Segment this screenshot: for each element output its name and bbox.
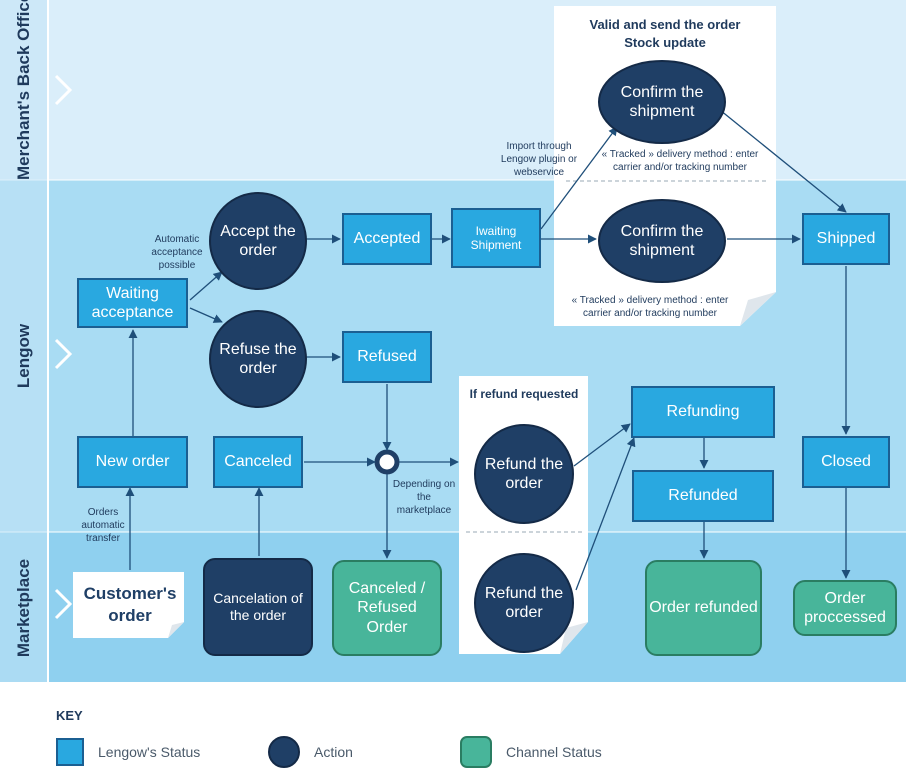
- status-new-order[interactable]: New order: [77, 436, 188, 488]
- note-auto-acceptance: Automatic acceptance possible: [151, 234, 203, 271]
- note-refund-requested: If refund requested: [469, 387, 579, 401]
- action-accept-order[interactable]: Accept the order: [209, 192, 307, 290]
- status-refused[interactable]: Refused: [342, 331, 432, 383]
- key-action-label: Action: [314, 744, 353, 760]
- lane-label-back-office: Merchant's Back Office: [14, 0, 33, 180]
- action-cancelation-of-order[interactable]: Cancelation of the order: [203, 558, 313, 656]
- paper-customer-order: [73, 572, 184, 638]
- note-orders-auto-transfer: Orders automatic transfer: [81, 507, 125, 544]
- action-confirm-shipment-mid[interactable]: Confirm the shipment: [598, 199, 726, 283]
- arrow-refund-top-to-refunding: [573, 423, 631, 467]
- key-channel-label: Channel Status: [506, 744, 602, 760]
- arrow-waiting-to-confirm-top: [540, 126, 618, 230]
- status-shipped[interactable]: Shipped: [802, 213, 890, 265]
- action-refund-order-top[interactable]: Refund the order: [474, 424, 574, 524]
- lane-chevron-marketplace: [54, 588, 73, 620]
- arrow-refund-bottom-to-refunding: [575, 437, 636, 591]
- note-tracked-top: « Tracked » delivery method : enter carr…: [601, 149, 759, 173]
- action-refund-order-bottom[interactable]: Refund the order: [474, 553, 574, 653]
- arrow-confirm-top-to-shipped: [719, 109, 847, 213]
- key-title: KEY: [56, 708, 83, 723]
- note-valid-send-title: Valid and send the order Stock update: [589, 17, 741, 50]
- lane-chevron-lengow: [54, 338, 73, 370]
- key-status-swatch: [56, 738, 84, 766]
- lane-label-lengow: Lengow: [14, 323, 33, 389]
- key-channel-swatch: [460, 736, 492, 768]
- status-waiting-shipment[interactable]: Iwaiting Shipment: [451, 208, 541, 268]
- action-confirm-shipment-top[interactable]: Confirm the shipment: [598, 60, 726, 144]
- key-status-label: Lengow's Status: [98, 744, 201, 760]
- arrow-waiting-to-accept: [189, 271, 223, 301]
- channel-order-processed[interactable]: Order proccessed: [793, 580, 897, 636]
- status-waiting-acceptance[interactable]: Waiting acceptance: [77, 278, 188, 328]
- status-refunded[interactable]: Refunded: [632, 470, 774, 522]
- lane-chevron-back-office: [54, 74, 73, 106]
- status-canceled[interactable]: Canceled: [213, 436, 303, 488]
- status-closed[interactable]: Closed: [802, 436, 890, 488]
- customer-order-label: Customer's order: [83, 583, 177, 625]
- status-accepted[interactable]: Accepted: [342, 213, 432, 265]
- action-refuse-order[interactable]: Refuse the order: [209, 310, 307, 408]
- note-depending-marketplace: Depending on the marketplace: [392, 479, 456, 516]
- arrow-waiting-to-refuse: [189, 307, 223, 323]
- channel-canceled-refused-order[interactable]: Canceled / Refused Order: [332, 560, 442, 656]
- lane-label-marketplace: Marketplace: [14, 558, 33, 658]
- junction-node: [374, 449, 400, 475]
- note-tracked-bottom: « Tracked » delivery method : enter carr…: [571, 295, 729, 319]
- note-import: Import through Lengow plugin or webservi…: [500, 141, 578, 178]
- status-refunding[interactable]: Refunding: [631, 386, 775, 438]
- key-action-swatch: [268, 736, 300, 768]
- channel-order-refunded[interactable]: Order refunded: [645, 560, 762, 656]
